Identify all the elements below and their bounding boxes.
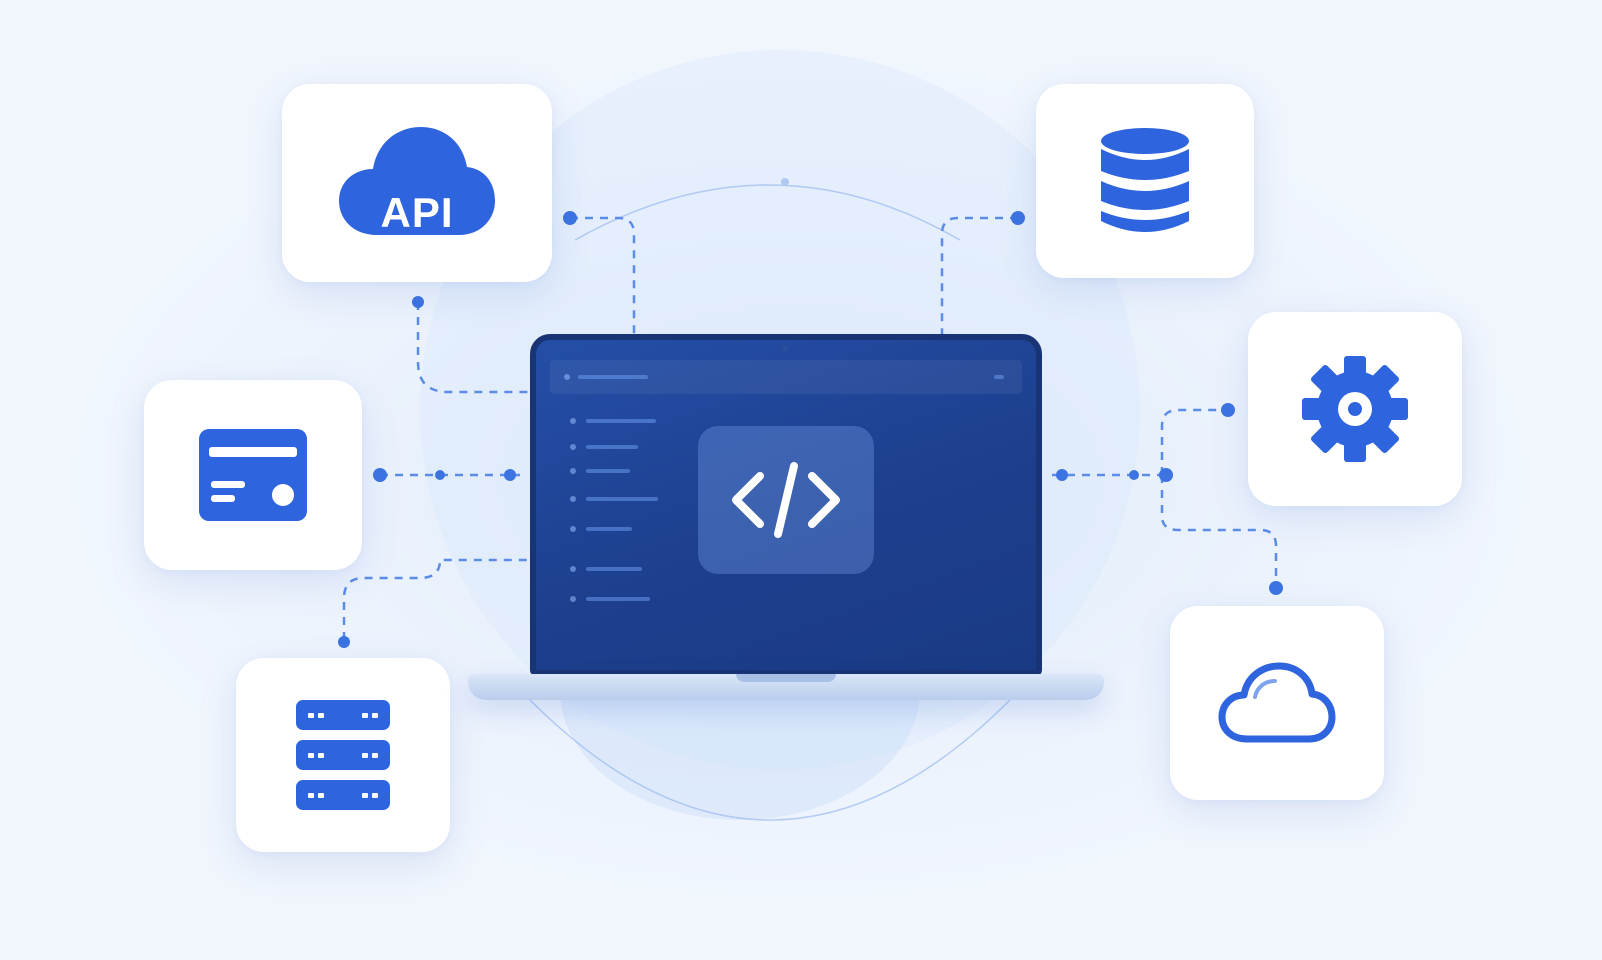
cloud-outline-icon	[1218, 662, 1336, 743]
orbit-arc-bottom	[529, 699, 1011, 821]
connector-cloud	[1160, 475, 1278, 586]
laptop-base	[468, 674, 1104, 700]
server-card	[236, 658, 450, 852]
connector-dot	[1269, 581, 1283, 595]
connector-settings	[1160, 408, 1226, 475]
connector-dot	[373, 468, 387, 482]
api-cloud-icon	[339, 127, 495, 235]
database-icon	[1101, 128, 1189, 232]
gear-icon	[1302, 356, 1408, 462]
orbit-node	[781, 178, 789, 186]
database-card	[1036, 84, 1254, 278]
connector-api	[570, 216, 636, 334]
api-cloud-card: API	[282, 84, 552, 282]
connector-dot	[435, 470, 445, 480]
connector-dot	[1221, 403, 1235, 417]
orbit-arc-top	[574, 184, 961, 241]
screen-toolbar	[550, 360, 1022, 394]
webcam	[782, 346, 788, 352]
connector-dot	[1159, 468, 1173, 482]
connector-dot	[1129, 470, 1139, 480]
connector-database	[940, 216, 1018, 334]
settings-card	[1248, 312, 1462, 506]
laptop	[468, 334, 1104, 710]
connector-server	[342, 558, 530, 640]
payment-card-card	[144, 380, 362, 570]
laptop-notch	[736, 674, 836, 682]
code-brackets-icon	[732, 462, 840, 538]
api-badge-text: API	[380, 189, 454, 236]
server-rack-icon	[296, 700, 390, 810]
connector-dot	[338, 636, 350, 648]
cloud-card	[1170, 606, 1384, 800]
connector-dot	[504, 469, 516, 481]
credit-card-icon	[199, 429, 307, 521]
connector-api-down	[416, 302, 530, 394]
code-tile	[698, 426, 874, 574]
connector-dot	[1056, 469, 1068, 481]
laptop-screen	[530, 334, 1042, 676]
connector-dot	[412, 296, 424, 308]
connector-dot	[1011, 211, 1025, 225]
connector-dot	[563, 211, 577, 225]
